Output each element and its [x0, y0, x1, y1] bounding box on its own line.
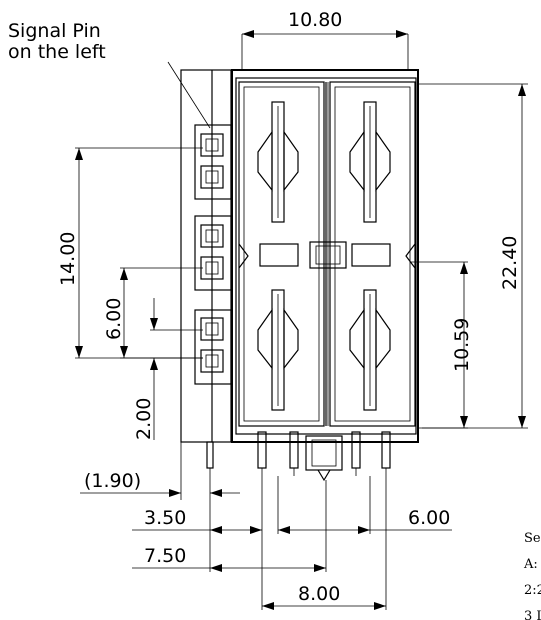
dim-3-50-label: 3.50 [144, 507, 186, 529]
dim-top-width-label: 10.80 [288, 9, 342, 31]
dim-3-50 [132, 476, 263, 610]
connector-body [180, 69, 419, 443]
dim-top-width [241, 30, 409, 70]
window-right [351, 243, 391, 267]
dim-6-left [120, 267, 203, 359]
note-clipped-2: A: [523, 557, 538, 572]
window-left [259, 243, 299, 267]
dim-1-90-label: (1.90) [84, 470, 141, 492]
dim-6-right [277, 476, 452, 534]
dim-8-label: 8.00 [298, 583, 340, 605]
dim-10-59 [410, 261, 468, 429]
note-line-1: Signal Pin [8, 20, 101, 42]
dim-2 [150, 298, 203, 440]
note-clipped-1: Se [524, 531, 541, 546]
dim-7-50 [132, 480, 327, 572]
contact-right-top [349, 101, 391, 223]
dim-14 [75, 147, 203, 359]
note-line-2: on the left [8, 41, 106, 63]
dim-10-59-label: 10.59 [451, 318, 473, 372]
dim-overall-height-label: 22.40 [499, 236, 521, 290]
signal-pin-block-3 [194, 309, 232, 385]
note-clipped-3: 2:2 [524, 583, 541, 598]
dim-14-label: 14.00 [57, 232, 79, 286]
dim-overall-height [418, 83, 528, 429]
dim-6-left-label: 6.00 [103, 298, 125, 340]
note-clipped-4: 3 L [524, 609, 541, 620]
signal-pin-block-1 [194, 124, 232, 200]
contact-right-bottom [349, 289, 391, 411]
contact-left-bottom [257, 289, 299, 411]
dim-7-50-label: 7.50 [144, 545, 186, 567]
note-leader [167, 61, 211, 129]
signal-pin-block-2 [194, 215, 232, 291]
bottom-pins [206, 431, 391, 482]
dim-6-right-label: 6.00 [408, 507, 450, 529]
contact-left-top [257, 101, 299, 223]
dim-1-90 [80, 442, 240, 500]
dim-8 [262, 476, 387, 610]
dim-2-label: 2.00 [133, 398, 155, 440]
